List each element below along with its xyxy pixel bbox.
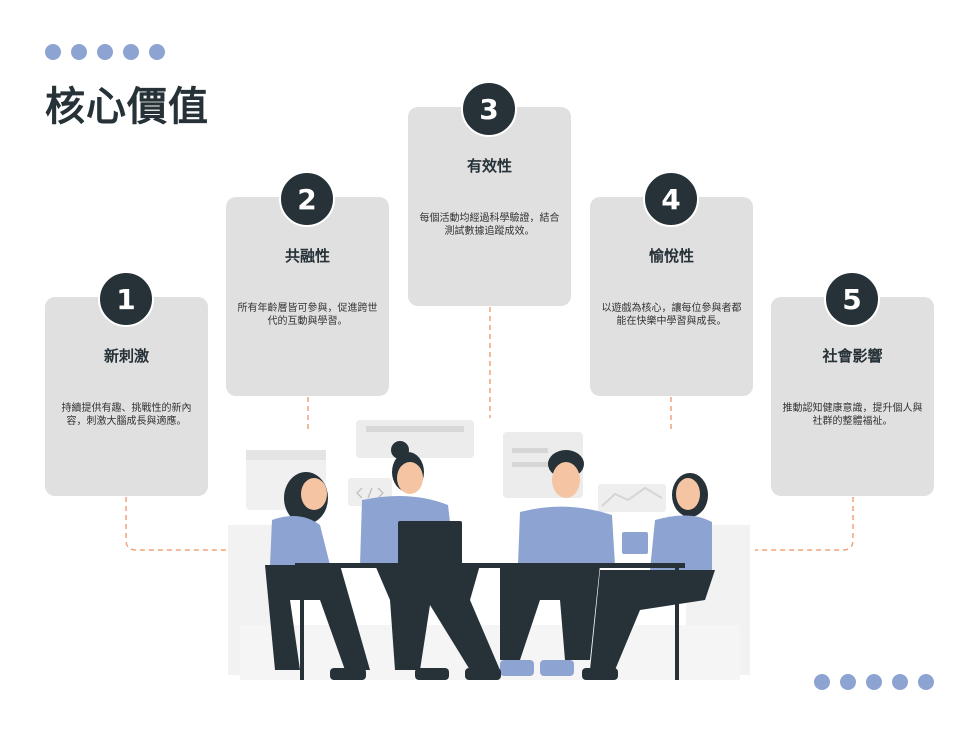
value-title: 社會影響 [822, 347, 883, 365]
dot-icon [840, 674, 856, 690]
value-card-4: 4 愉悅性 以遊戲為核心，讓每位參與者都能在快樂中學習與成長。 [590, 171, 753, 396]
value-number-badge: 4 [643, 171, 699, 227]
value-title: 新刺激 [103, 347, 149, 365]
dot-icon [866, 674, 882, 690]
value-number-badge: 1 [98, 271, 154, 327]
dot-icon [892, 674, 908, 690]
value-description: 推動認知健康意識，提升個人與社群的整體福祉。 [782, 403, 923, 427]
page-title: 核心價值 [45, 84, 209, 130]
value-number-badge: 2 [279, 171, 335, 227]
value-title: 共融性 [284, 247, 330, 265]
value-description: 所有年齡層皆可參與，促進跨世代的互動與學習。 [237, 303, 378, 327]
dot-icon [71, 44, 87, 60]
value-card-3: 3 有效性 每個活動均經過科學驗證，結合測試數據追蹤成效。 [408, 81, 571, 306]
value-card-2: 2 共融性 所有年齡層皆可參與，促進跨世代的互動與學習。 [226, 171, 389, 396]
value-card-1: 1 新刺激 持續提供有趣、挑戰性的新內容，刺激大腦成長與適應。 [45, 271, 208, 496]
value-title: 有效性 [466, 157, 512, 175]
value-card-5: 5 社會影響 推動認知健康意識，提升個人與社群的整體福祉。 [771, 271, 934, 496]
dot-icon [45, 44, 61, 60]
value-number-badge: 5 [824, 271, 880, 327]
dot-icon [97, 44, 113, 60]
value-title: 愉悅性 [648, 247, 694, 265]
value-number-badge: 3 [461, 81, 517, 137]
dot-icon [123, 44, 139, 60]
dot-icon [814, 674, 830, 690]
value-description: 每個活動均經過科學驗證，結合測試數據追蹤成效。 [419, 213, 560, 237]
value-description: 持續提供有趣、挑戰性的新內容，刺激大腦成長與適應。 [61, 403, 192, 427]
value-description: 以遊戲為核心，讓每位參與者都能在快樂中學習與成長。 [601, 303, 742, 327]
dot-icon [918, 674, 934, 690]
dot-icon [149, 44, 165, 60]
